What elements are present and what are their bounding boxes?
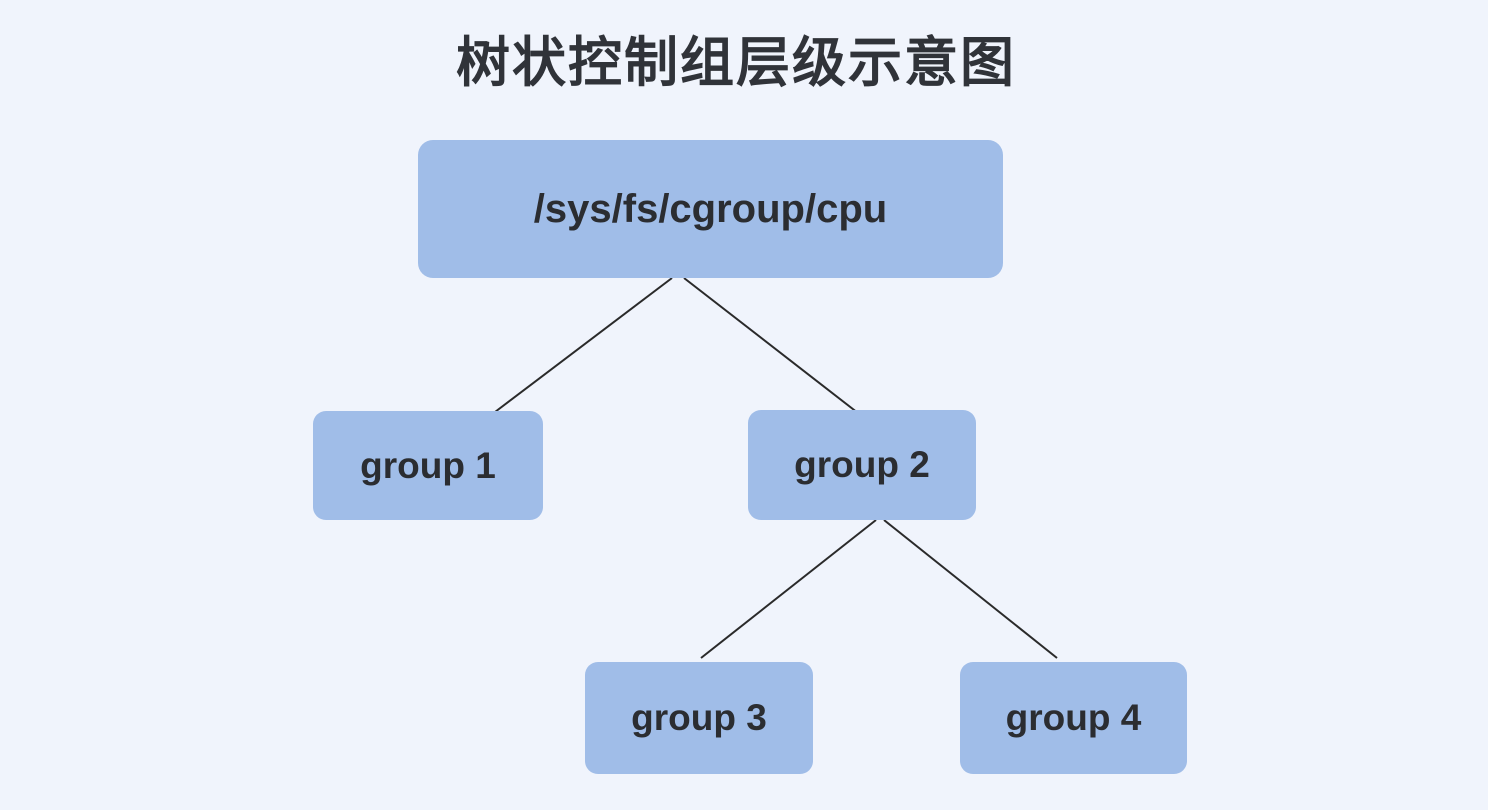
node-group-2: group 2	[748, 410, 976, 520]
node-group-2-label: group 2	[794, 444, 930, 485]
node-group-1-label: group 1	[360, 444, 496, 486]
node-group-1: group 1	[313, 411, 543, 520]
node-root: /sys/fs/cgroup/cpu	[418, 140, 1003, 278]
edge-root-group1	[494, 277, 673, 413]
node-root-label: /sys/fs/cgroup/cpu	[533, 186, 888, 231]
node-group-3-label: group 3	[631, 697, 767, 738]
edge-root-group2	[683, 277, 859, 414]
node-group-4: group 4	[960, 662, 1187, 774]
node-group-4-label: group 4	[1005, 697, 1142, 738]
node-group-3: group 3	[585, 662, 813, 774]
edge-group2-group4	[883, 519, 1058, 659]
diagram-title: 树状控制组层级示意图	[456, 33, 1016, 93]
edge-group2-group3	[700, 519, 877, 659]
